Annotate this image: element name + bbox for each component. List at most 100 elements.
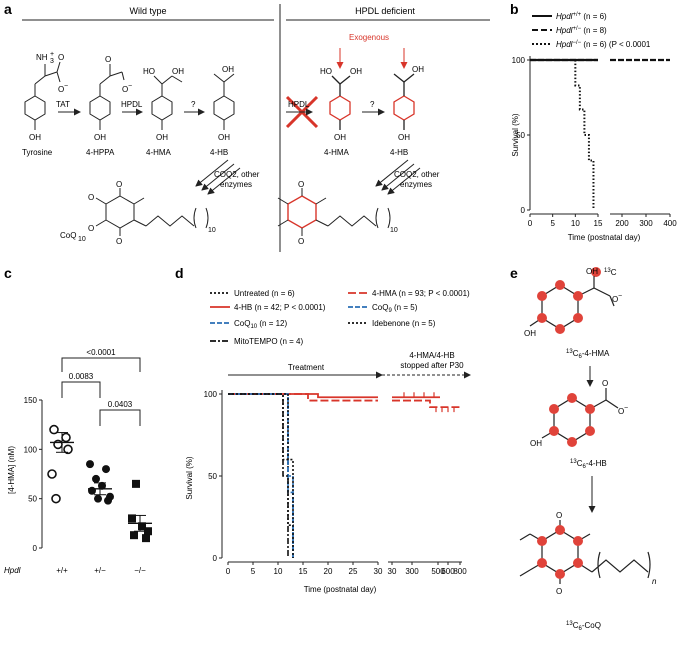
amine-charge: +: [50, 51, 54, 58]
molecule-4-hb-deficient: 4-HB: [390, 148, 408, 157]
d-xtick-label-9: 500: [431, 567, 445, 576]
coq10-right-o-top: O: [298, 180, 304, 189]
hppa-o1: O: [105, 55, 111, 64]
e-hb-o: O: [602, 379, 608, 388]
legend-d: Untreated (n = 6)4-HMA (n = 93; P < 0.00…: [210, 289, 470, 346]
hppa-o2: O: [122, 85, 128, 94]
b-xtick-label-4: 200: [615, 219, 629, 228]
d-xtick-label-7: 30: [388, 567, 397, 576]
coq10-structure-left: [95, 188, 209, 236]
d-xtick-label-6: 30: [374, 567, 383, 576]
e-coq-n: n: [652, 577, 657, 586]
tyrosine-structure: [24, 61, 61, 130]
molecule-4-hppa: 4-HPPA: [86, 148, 115, 157]
coq10-left-o-methoxy1: O: [88, 193, 94, 202]
c-point-1-7: [104, 496, 112, 505]
c-ytick-label-0: 0: [33, 544, 38, 553]
hpdl-deficient-title: HPDL deficient: [355, 6, 415, 16]
c-bracket-0: [61, 357, 141, 372]
hb-isotope-dots: [549, 393, 595, 447]
e-coq-o-bottom: O: [556, 587, 562, 596]
stopped-label-1: 4-HMA/4-HB: [409, 351, 454, 360]
panel-d-letter: d: [175, 265, 184, 281]
coq2-arrows-right: [375, 159, 421, 195]
c-point-2-0: [132, 479, 140, 488]
b-xlabel: Time (postnatal day): [568, 233, 641, 242]
legend-d-label-2: 4-HB (n = 42; P < 0.0001): [234, 303, 326, 312]
c-point-2-2: [138, 522, 146, 531]
hb-oh: OH: [218, 133, 230, 142]
b-xtick-label-1: 5: [550, 219, 555, 228]
c-bracket-label-2: 0.0403: [108, 400, 133, 409]
d-xtick-label-1: 5: [251, 567, 256, 576]
carboxylate-o: O: [58, 85, 64, 94]
coq10-right-repeat: 10: [390, 227, 398, 234]
c-point-1-2: [92, 474, 100, 483]
c-category-2: −/−: [134, 566, 146, 575]
panel-b-letter: b: [510, 1, 519, 17]
c-genotype-label: Hpdl: [4, 566, 21, 575]
legend-d-label-4: CoQ10 (n = 12): [234, 319, 287, 330]
coq2-label-right-1: COQ2, other: [394, 170, 440, 179]
coq10-label-sub: 10: [78, 236, 86, 243]
enzyme-hpdl: HPDL: [121, 100, 143, 109]
enzyme-unknown: ?: [191, 100, 196, 109]
enzyme-tat: TAT: [56, 100, 70, 109]
b-xtick-label-3: 15: [594, 219, 603, 228]
exogenous-label: Exogenous: [349, 33, 389, 42]
stopped-label-2: stopped after P30: [400, 361, 464, 370]
hb-red-oh-top: OH: [412, 65, 424, 74]
panel-c: c [4-HMA] (nM) Hpdl 050100150+/++/−−/−<0…: [4, 265, 152, 575]
legend-d-label-1: 4-HMA (n = 93; P < 0.0001): [372, 289, 470, 298]
c-point-2-4: [130, 531, 138, 540]
label-coq: 13C6-CoQ: [566, 621, 601, 632]
b-xtick-label-6: 400: [663, 219, 677, 228]
e-hb-oh: OH: [530, 439, 542, 448]
legend-b-2: Hpdl−/− (n = 6) (P < 0.0001: [556, 40, 651, 49]
legend-d-label-3: CoQ9 (n = 5): [372, 303, 418, 314]
hma-structure: [151, 75, 183, 130]
hb-structure-red: [393, 73, 415, 130]
d-xtick-label-4: 20: [324, 567, 333, 576]
coq10-right-o-bottom: O: [298, 237, 304, 246]
hma-red-oh: OH: [334, 133, 346, 142]
d-xtick-label-5: 25: [349, 567, 358, 576]
label-hb: 13C6-4-HB: [570, 459, 607, 470]
d-xtick-label-2: 10: [274, 567, 283, 576]
panel-d: d Untreated (n = 6)4-HMA (n = 93; P < 0.…: [175, 265, 471, 594]
hb-red-oh: OH: [398, 133, 410, 142]
d-xtick-label-3: 15: [299, 567, 308, 576]
molecule-4-hma: 4-HMA: [146, 148, 172, 157]
coq10-left-o-methoxy2: O: [88, 224, 94, 233]
molecule-4-hb: 4-HB: [210, 148, 228, 157]
d-ytick-label-1: 50: [208, 472, 217, 481]
amine-subscript: 3: [50, 58, 54, 65]
molecule-tyrosine: Tyrosine: [22, 148, 53, 157]
c-point-2-5: [142, 534, 150, 543]
tyrosine-oh: OH: [29, 133, 41, 142]
c-bracket-label-1: 0.0083: [69, 372, 94, 381]
b-xtick-label-2: 10: [571, 219, 580, 228]
enzyme-unknown-deficient: ?: [370, 100, 375, 109]
hb-structure: [213, 73, 235, 130]
d-ytick-label-2: 100: [204, 390, 218, 399]
panel-a: a Wild type HPDL deficient NH + 3 O O − …: [4, 1, 490, 252]
b-ylabel: Survival (%): [511, 113, 520, 156]
legend-b: Hpdl+/+ (n = 6) Hpdl+/− (n = 8) Hpdl−/− …: [532, 12, 651, 49]
coq10-structure-right: [277, 188, 391, 236]
legend-d-label-5: Idebenone (n = 5): [372, 319, 436, 328]
amine-label: NH: [36, 53, 48, 62]
carbonyl-o: O: [58, 53, 64, 62]
c-point-0-0: [49, 424, 59, 435]
c-point-2-1: [128, 514, 136, 523]
e-hb-o-minus: O: [618, 407, 624, 416]
coq10-left-o-bottom: O: [116, 237, 122, 246]
c-point-1-6: [94, 494, 102, 503]
hma-oh-top: OH: [172, 67, 184, 76]
hppa-oh: OH: [94, 133, 106, 142]
d-late-hma: [392, 399, 460, 409]
c-point-0-5: [51, 493, 61, 504]
c-point-2-3: [144, 527, 152, 536]
panel-a-letter: a: [4, 1, 12, 17]
